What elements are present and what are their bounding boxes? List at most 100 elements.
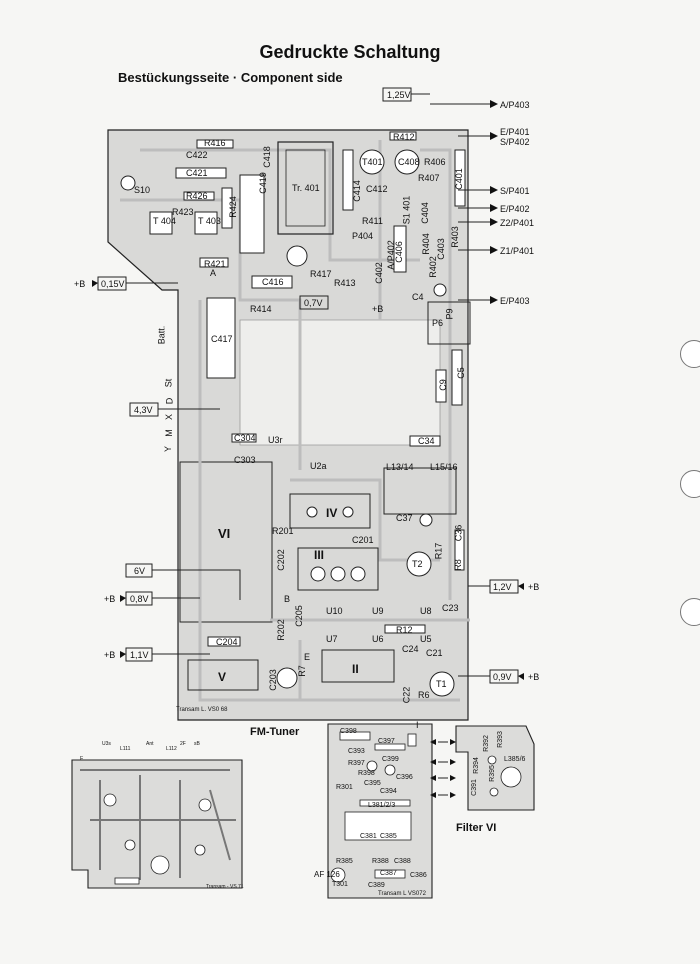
filter-part-R385: R385: [336, 858, 353, 865]
filter-part-C386: C386: [410, 872, 427, 879]
label-C401: C401: [453, 168, 464, 190]
binder-hole-bottom: [680, 598, 700, 626]
filter-imprint: Transam L VS072: [378, 891, 426, 897]
connector-Z2-P401: Z2/P401: [500, 218, 535, 228]
label-R8: R8: [452, 559, 463, 571]
testpoint-B: B: [284, 594, 291, 604]
label-R201: R201: [272, 526, 294, 536]
fm-tuner-imprint: Transam - VS 71: [206, 884, 244, 890]
filter-part-C391: C391: [470, 779, 478, 796]
label-C419: C419: [257, 172, 268, 194]
label-C421: C421: [186, 168, 208, 178]
label-C36: C36: [453, 524, 464, 542]
label-C203: C203: [267, 669, 278, 691]
filter-part-R301: R301: [336, 784, 353, 791]
plus-b-left-3: +B: [104, 650, 116, 660]
label-C5: C5: [455, 367, 466, 379]
fm-part-U3s: U3s: [102, 741, 111, 747]
page-title: Gedruckte Schaltung: [259, 42, 441, 62]
fm-part-L111: L111: [120, 746, 131, 752]
filter-part-C396: C396: [396, 774, 413, 781]
label-C205: C205: [293, 605, 304, 627]
filter-part-R392: R392: [482, 735, 490, 752]
label-R17: R17: [433, 542, 444, 560]
voltage-0-15V: 0,15V: [101, 279, 125, 289]
filter-part-AF126: AF 126: [314, 870, 340, 879]
filter-part-L381: L381/2/3: [368, 802, 396, 809]
label-C22: C22: [401, 686, 412, 704]
page-subtitle: Bestückungsseite · Component side: [118, 70, 343, 85]
testpoint-A: A: [210, 268, 217, 278]
voltage-0-7V: 0,7V: [304, 298, 323, 308]
label-C408: C408: [398, 157, 420, 167]
board-imprint: Transam L. VS0 68: [176, 707, 228, 713]
filter-part-C399: C399: [382, 756, 399, 763]
label-C204: C204: [216, 637, 238, 647]
binder-hole-middle: [680, 470, 700, 498]
voltage-1-1V: 1,1V: [130, 650, 149, 660]
fm-part-E: E: [80, 756, 84, 762]
connector-S-P402: S/P402: [500, 137, 530, 147]
label-T1: T1: [436, 679, 447, 689]
label-R403: R403: [449, 226, 460, 248]
label-R411: R411: [362, 216, 383, 226]
connector-A-P403: A/P403: [500, 100, 530, 110]
connector-E-P402: E/P402: [500, 204, 530, 214]
label-C23: C23: [442, 603, 459, 613]
label-module-VI: VI: [218, 526, 231, 541]
label-S1401: S1 401: [401, 195, 412, 225]
testpoint-U3r: U3r: [268, 435, 283, 445]
binder-hole-top: [680, 340, 700, 368]
label-U6: U6: [372, 634, 384, 644]
voltage-0-8V: 0,8V: [130, 594, 149, 604]
label-C303: C303: [234, 455, 256, 465]
label-C4: C4: [412, 292, 424, 302]
filter-part-R393: R393: [496, 731, 504, 748]
filter-part-C395: C395: [364, 780, 381, 787]
label-U5: U5: [420, 634, 432, 644]
fm-part-2F: 2F: [180, 741, 186, 747]
fm-part-L112: L112: [166, 746, 177, 752]
label-module-V: V: [218, 670, 227, 684]
voltage-6V: 6V: [134, 566, 146, 576]
voltage-1-2V: 1,2V: [493, 582, 512, 592]
label-C37: C37: [396, 513, 413, 523]
side-letter-X: X: [164, 413, 175, 421]
filter-part-R395: R395: [488, 765, 496, 782]
label-U10: U10: [326, 606, 343, 616]
voltage-1-25V: 1,25V: [387, 90, 411, 100]
label-R404: R404: [420, 233, 431, 255]
label-R7: R7: [296, 665, 307, 677]
side-letter-St: St: [163, 378, 174, 388]
plus-b-right-2: +B: [528, 672, 540, 682]
label-R421: R421: [204, 259, 226, 269]
label-module-III: III: [314, 548, 325, 562]
battery-label: Batt.: [156, 325, 167, 345]
connector-E-P401: E/P401: [500, 127, 530, 137]
filter-part-C389: C389: [368, 882, 385, 889]
label-P6: P6: [432, 318, 444, 328]
plus-b-right-1: +B: [528, 582, 540, 592]
filter-part-R398: R398: [358, 770, 375, 777]
filter-part-R388: R388: [372, 858, 389, 865]
label-C24: C24: [402, 644, 419, 654]
label-R423: R423: [172, 207, 194, 217]
label-A-P402: A/P402: [385, 240, 396, 270]
label-U9: U9: [372, 606, 384, 616]
filter-part-R397: R397: [348, 760, 365, 767]
label-R426: R426: [186, 191, 208, 201]
label-R6: R6: [418, 690, 430, 700]
label-module-IV: IV: [326, 506, 338, 520]
label-P9: P9: [444, 308, 455, 320]
testpoint-E: E: [304, 652, 311, 662]
voltage-0-9V: 0,9V: [493, 672, 512, 682]
connector-S-P401: S/P401: [500, 186, 530, 196]
label-L13-14: L13/14: [386, 462, 414, 472]
label-C304: C304: [234, 433, 256, 443]
filter-part-C388: C388: [394, 858, 411, 865]
label-C412: C412: [366, 184, 388, 194]
plus-b-left-2: +B: [104, 594, 116, 604]
filter-vi-label: Filter VI: [456, 822, 497, 834]
label-R416: R416: [204, 138, 226, 148]
label-module-I: I: [416, 720, 419, 730]
